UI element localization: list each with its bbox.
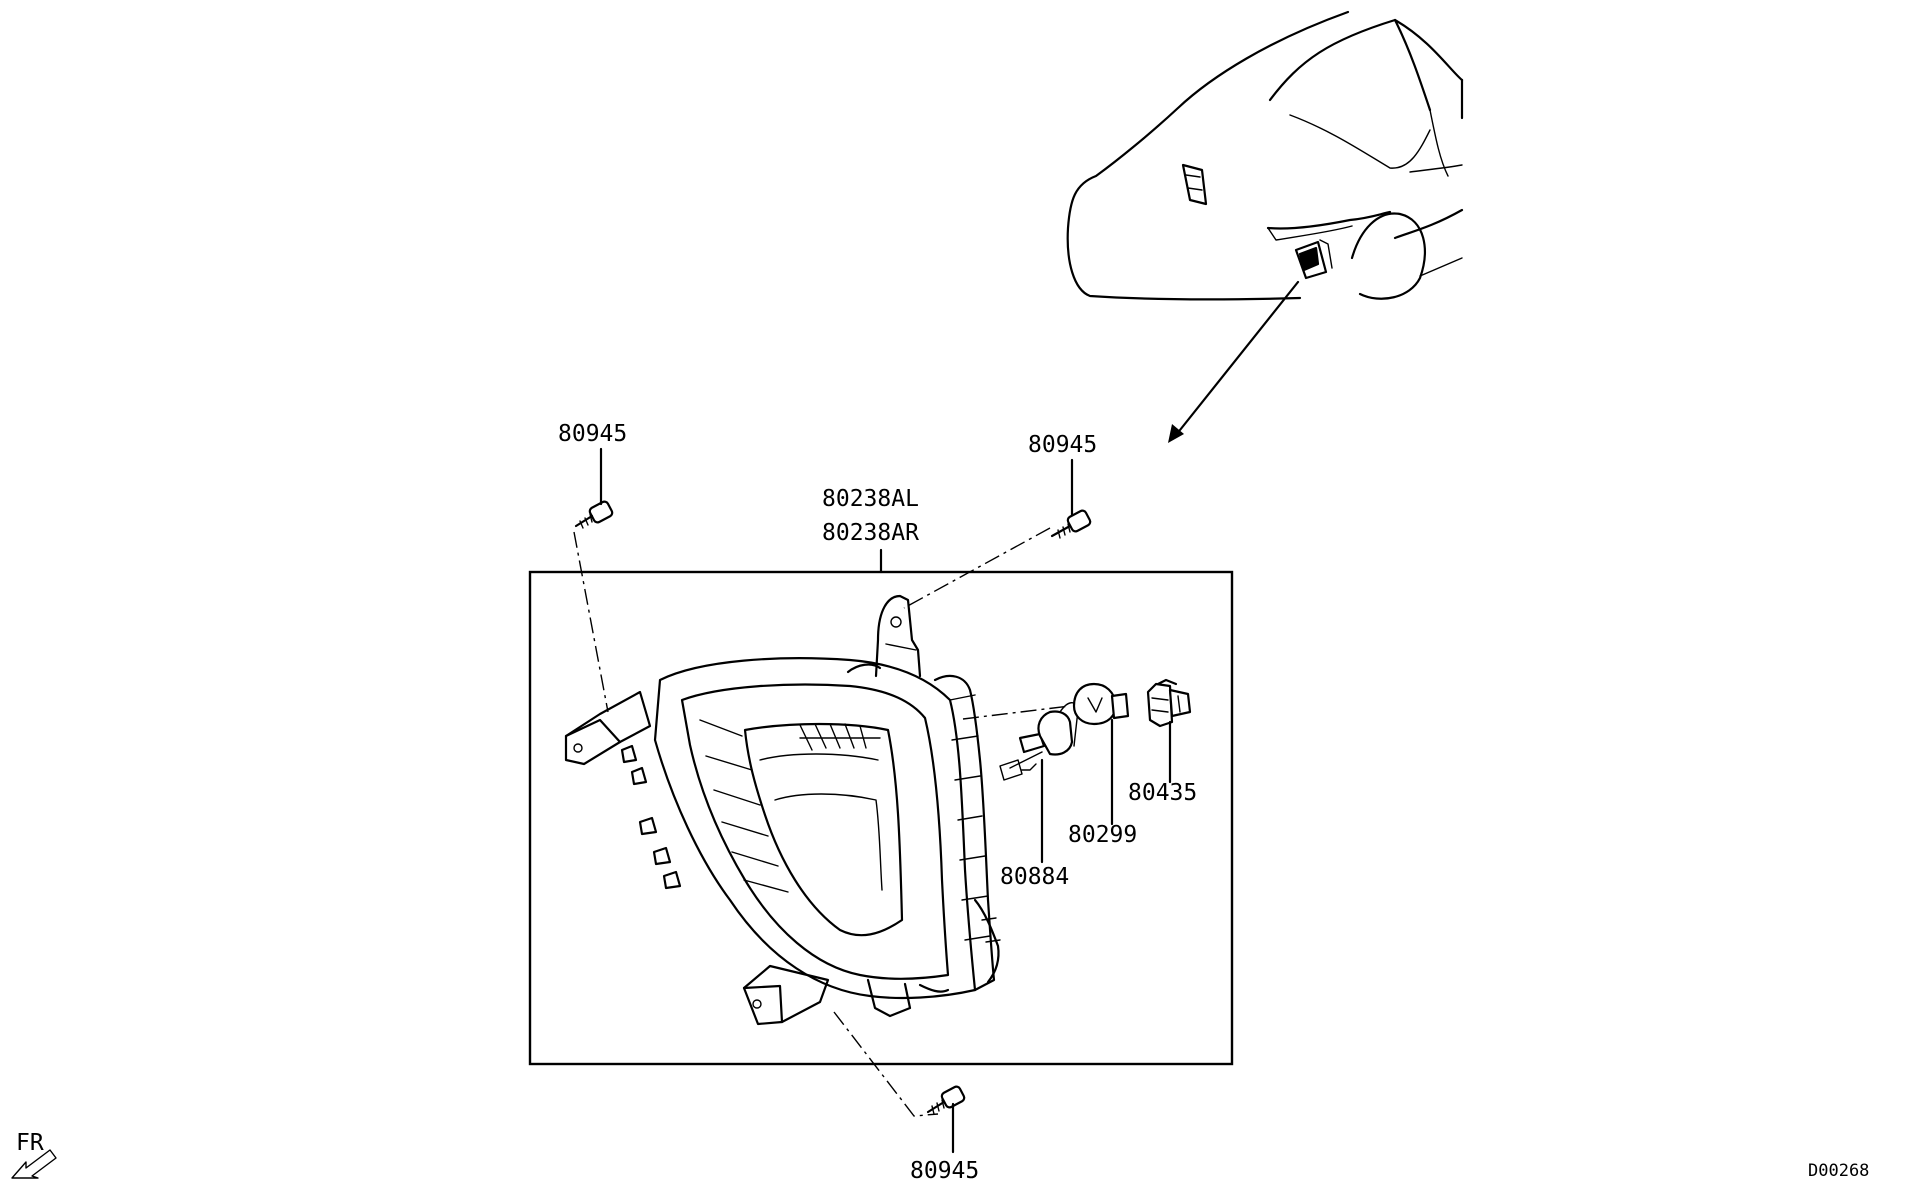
- screw-top-left: [574, 447, 614, 529]
- assembly-frame: [528, 570, 1234, 1066]
- location-pointer-arrow: [1168, 280, 1300, 443]
- direction-label: FR: [16, 1130, 44, 1156]
- label-screw-bottom: 80945: [910, 1158, 979, 1184]
- socket-80435: [1146, 678, 1192, 784]
- screw-bottom: [926, 1085, 966, 1154]
- drawing-code: D00268: [1808, 1161, 1869, 1181]
- label-screw-top-left: 80945: [558, 421, 627, 447]
- screw-top-right: [1050, 458, 1092, 539]
- label-bulb-small: 80299: [1068, 822, 1137, 848]
- label-bulb-fog: 80884: [1000, 864, 1069, 890]
- assembly-leader-lines: [573, 527, 1071, 1117]
- vehicle-outline: [1066, 10, 1464, 301]
- screw-icon: [926, 1085, 966, 1115]
- bulb-icon: [999, 702, 1079, 781]
- fog-lamp-assembly: [564, 594, 1001, 1026]
- label-assembly-right: 80238AR: [822, 520, 919, 546]
- screw-icon: [1050, 509, 1092, 539]
- bulb-80299: [1072, 682, 1130, 826]
- label-screw-top-right: 80945: [1028, 432, 1097, 458]
- bulb-icon: [1072, 682, 1130, 726]
- bulb-80884: [999, 702, 1079, 864]
- screw-icon: [574, 500, 614, 529]
- label-assembly-left: 80238AL: [822, 486, 919, 512]
- socket-icon: [1146, 678, 1192, 728]
- front-direction-indicator: FR: [11, 1130, 57, 1179]
- front-direction-arrow-icon: [11, 1149, 57, 1179]
- label-socket: 80435: [1128, 780, 1197, 806]
